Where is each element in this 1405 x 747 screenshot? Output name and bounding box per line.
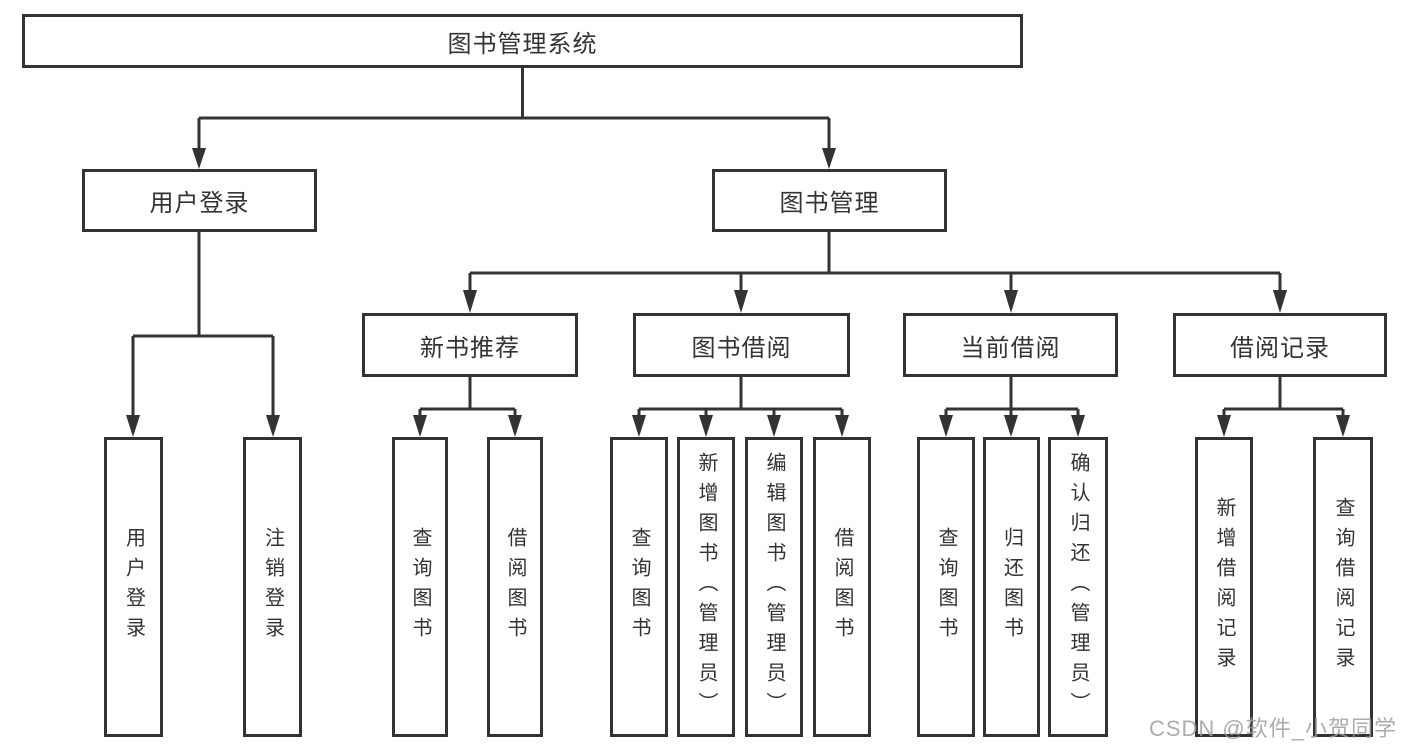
arrowhead-icon	[734, 290, 748, 313]
leaf-confirm-return-admin: 确认归还（管理员）	[1048, 437, 1108, 737]
node-library-management-system: 图书管理系统	[22, 14, 1023, 68]
branch-user-login	[126, 232, 280, 437]
node-label: 用户登录	[122, 527, 145, 647]
leaf-user-login: 用户登录	[104, 437, 163, 737]
arrowhead-icon	[767, 415, 781, 437]
arrowhead-icon	[632, 415, 646, 437]
node-label: 借阅记录	[1230, 334, 1330, 362]
arrowhead-icon	[126, 415, 140, 437]
branch-borrow-records	[1217, 377, 1350, 437]
branch-new-book	[413, 377, 522, 437]
node-label: 新增图书（管理员）	[695, 452, 717, 722]
arrowhead-icon	[1071, 415, 1085, 437]
node-label: 新书推荐	[420, 334, 520, 362]
node-current-borrowing: 当前借阅	[903, 313, 1118, 377]
node-book-management: 图书管理	[712, 169, 947, 232]
branch-current-borrowing	[939, 377, 1085, 437]
node-label: 借阅图书	[831, 527, 853, 647]
node-label: 图书管理系统	[447, 30, 598, 58]
arrowhead-icon	[413, 415, 427, 437]
leaf-query-books: 查询图书	[610, 437, 668, 737]
node-book-borrowing: 图书借阅	[633, 313, 850, 377]
node-label: 归还图书	[1000, 527, 1023, 647]
node-label: 注销登录	[261, 527, 284, 647]
leaf-add-borrow-record: 新增借阅记录	[1195, 437, 1253, 737]
arrowhead-icon	[266, 415, 280, 437]
node-label: 新增借阅记录	[1213, 497, 1235, 677]
branch-book-management	[463, 232, 1287, 313]
arrowhead-icon	[1336, 415, 1350, 437]
node-label: 确认归还（管理员）	[1067, 452, 1089, 722]
arrowhead-icon	[835, 415, 849, 437]
node-label: 图书管理	[779, 190, 880, 217]
node-label: 用户登录	[149, 190, 250, 217]
leaf-query-books: 查询图书	[917, 437, 975, 737]
arrowhead-icon	[508, 415, 522, 437]
arrowhead-icon	[1004, 290, 1018, 313]
branch-root	[192, 68, 836, 169]
node-label: 查询图书	[628, 527, 650, 647]
leaf-logout: 注销登录	[243, 437, 302, 737]
node-label: 借阅图书	[504, 527, 526, 647]
arrowhead-icon	[1217, 415, 1231, 437]
leaf-query-borrow-record: 查询借阅记录	[1313, 437, 1373, 737]
leaf-add-books-admin: 新增图书（管理员）	[677, 437, 735, 737]
node-label: 查询借阅记录	[1332, 497, 1354, 677]
node-new-book-recommendation: 新书推荐	[362, 313, 578, 377]
node-label: 当前借阅	[960, 334, 1061, 362]
leaf-edit-books-admin: 编辑图书（管理员）	[745, 437, 803, 737]
branch-book-borrowing	[632, 377, 849, 437]
leaf-borrow-books: 借阅图书	[487, 437, 543, 737]
arrowhead-icon	[822, 148, 836, 169]
leaf-borrow-books: 借阅图书	[813, 437, 871, 737]
arrowhead-icon	[699, 415, 713, 437]
node-borrowing-records: 借阅记录	[1173, 313, 1387, 377]
arrowhead-icon	[463, 290, 477, 313]
node-label: 编辑图书（管理员）	[763, 452, 785, 722]
leaf-query-books: 查询图书	[392, 437, 448, 737]
node-label: 图书借阅	[691, 334, 792, 362]
leaf-return-books: 归还图书	[983, 437, 1040, 737]
arrowhead-icon	[1004, 415, 1018, 437]
csdn-watermark: CSDN @软件_小贺同学	[1148, 716, 1397, 741]
arrowhead-icon	[192, 148, 206, 169]
arrowhead-icon	[939, 415, 953, 437]
node-label: 查询图书	[935, 527, 957, 647]
node-label: 查询图书	[409, 527, 431, 647]
node-user-login: 用户登录	[82, 169, 317, 232]
arrowhead-icon	[1273, 290, 1287, 313]
